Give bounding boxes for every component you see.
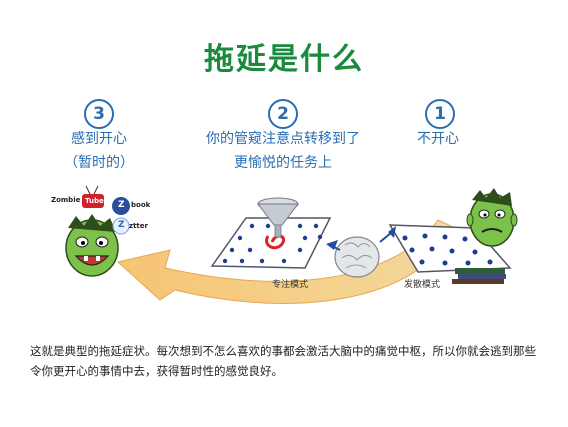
zbook-letter: Z xyxy=(118,200,125,210)
zbook-icon xyxy=(112,197,130,215)
happy-zombie-icon xyxy=(65,214,119,277)
unhappy-zombie-icon xyxy=(466,188,518,247)
zztter-icon xyxy=(112,217,130,235)
brain-icon xyxy=(334,236,380,278)
big-arrow xyxy=(116,219,456,304)
books-icon xyxy=(452,268,506,284)
brain-arrows xyxy=(326,226,396,251)
tube-label: Tube xyxy=(85,197,104,205)
tube-tv-icon xyxy=(82,185,104,208)
zombie-label: Zombie xyxy=(51,196,81,204)
caption-text: 这就是典型的拖延症状。每次想到不怎么喜欢的事都会激活大脑中的痛觉中枢，所以你就会… xyxy=(30,344,536,378)
step-3-number: 3 xyxy=(84,99,114,129)
focused-board xyxy=(210,217,332,269)
step-3-line2: （暂时的） xyxy=(64,155,134,171)
zbook-label: book xyxy=(131,201,151,209)
funnel-icon xyxy=(256,197,300,238)
diffuse-mode-label: 发散模式 xyxy=(404,280,441,290)
step-2-line2: 更愉悦的任务上 xyxy=(234,155,332,171)
step-3-line1: 感到开心 xyxy=(71,131,127,147)
step-1-line1: 不开心 xyxy=(417,131,459,147)
step-1-number: 1 xyxy=(425,99,455,129)
zztter-label: ztter xyxy=(129,222,148,230)
zztter-letter: Z xyxy=(118,220,125,230)
step-2-line1: 你的管窥注意点转移到了 xyxy=(206,131,360,147)
page-title: 拖延是什么 xyxy=(204,42,364,77)
focused-mode-label: 专注模式 xyxy=(272,280,309,290)
step-2-number: 2 xyxy=(268,99,298,129)
